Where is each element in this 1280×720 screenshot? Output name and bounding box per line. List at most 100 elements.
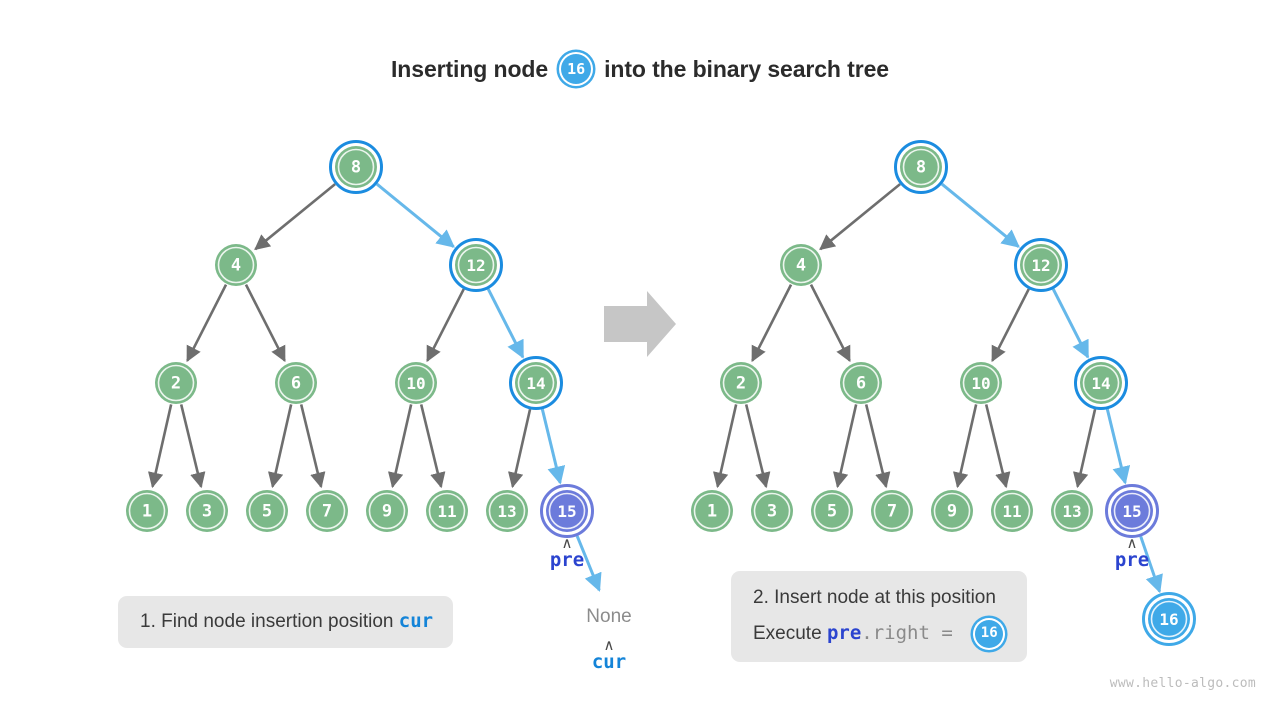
tree-node-3[interactable]: 3 (751, 490, 793, 532)
tree-node-label: 1 (707, 502, 717, 522)
caption-line: 1. Find node insertion position cur (140, 609, 433, 635)
tree-node-1[interactable]: 1 (691, 490, 733, 532)
tree-node-15[interactable]: 15 (1105, 484, 1159, 538)
tree-edge (375, 182, 455, 248)
tree-node-14[interactable]: 14 (509, 356, 563, 410)
tree-edge (819, 183, 901, 251)
tree-edge (179, 404, 206, 489)
tree-node-1[interactable]: 1 (126, 490, 168, 532)
tree-edge (244, 284, 286, 363)
tree-node-label: 9 (382, 502, 392, 522)
title-node-badge-16: 16 (559, 52, 594, 86)
tree-node-label: 5 (827, 502, 837, 522)
tree-node-7[interactable]: 7 (871, 490, 913, 532)
tree-edge (148, 404, 173, 489)
step-separator-arrow-icon (604, 291, 676, 357)
tree-node-label: 15 (557, 502, 576, 521)
tree-node-label: 7 (322, 502, 332, 522)
tree-edge (508, 409, 532, 489)
tree-node-label: 13 (497, 502, 516, 521)
tree-node-12[interactable]: 12 (1014, 238, 1068, 292)
annotation-pre: ∧pre (1087, 536, 1177, 572)
tree-node-label: 2 (171, 374, 181, 394)
tree-edge (186, 284, 228, 363)
tree-edge (1105, 408, 1131, 485)
tree-node-13[interactable]: 13 (1051, 490, 1093, 532)
annotation-none: None (564, 606, 654, 628)
caption-node-badge-16: 16 (973, 617, 1006, 650)
tree-node-8[interactable]: 8 (329, 140, 383, 194)
annotation-label: pre (549, 549, 585, 571)
page-title: Inserting node 16 into the binary search… (0, 52, 1280, 86)
tree-node-14[interactable]: 14 (1074, 356, 1128, 410)
tree-node-4[interactable]: 4 (780, 244, 822, 286)
caption-text-cur: cur (398, 610, 434, 632)
tree-edge (940, 182, 1020, 248)
edges-group-before (148, 182, 602, 592)
tree-edge (953, 404, 978, 489)
tree-edge (833, 404, 858, 489)
tree-node-6[interactable]: 6 (275, 362, 317, 404)
annotation-pre: ∧pre (522, 536, 612, 572)
tree-node-label: 14 (1091, 374, 1110, 393)
edges-group-after (713, 182, 1163, 594)
tree-node-label: 4 (796, 256, 806, 276)
title-text-after: into the binary search tree (604, 55, 889, 82)
tree-node-label: 6 (291, 374, 301, 394)
tree-node-16[interactable]: 16 (1142, 592, 1196, 646)
tree-node-6[interactable]: 6 (840, 362, 882, 404)
tree-node-label: 8 (916, 158, 926, 178)
tree-node-9[interactable]: 9 (366, 490, 408, 532)
tree-node-label: 9 (947, 502, 957, 522)
tree-node-10[interactable]: 10 (960, 362, 1002, 404)
tree-node-label: 6 (856, 374, 866, 394)
tree-node-2[interactable]: 2 (720, 362, 762, 404)
tree-node-2[interactable]: 2 (155, 362, 197, 404)
tree-node-label: 11 (437, 502, 456, 521)
annotation-label: pre (1114, 549, 1150, 571)
tree-edge (809, 284, 851, 363)
tree-node-label: 1 (142, 502, 152, 522)
tree-node-label: 4 (231, 256, 241, 276)
tree-node-label: 3 (767, 502, 777, 522)
tree-node-13[interactable]: 13 (486, 490, 528, 532)
tree-node-12[interactable]: 12 (449, 238, 503, 292)
tree-node-label: 8 (351, 158, 361, 178)
caption-step-1: 1. Find node insertion position cur (118, 596, 454, 648)
tree-edge (299, 404, 326, 489)
tree-node-11[interactable]: 11 (426, 490, 468, 532)
tree-node-8[interactable]: 8 (894, 140, 948, 194)
tree-node-label: 13 (1062, 502, 1081, 521)
title-text-before: Inserting node (391, 55, 549, 82)
caption-text-plain: 2. Insert node at this position (753, 587, 996, 608)
tree-node-label: 15 (1122, 502, 1141, 521)
tree-node-label: 2 (736, 374, 746, 394)
tree-edge (419, 404, 446, 489)
annotation-label: None (586, 606, 632, 627)
tree-node-15[interactable]: 15 (540, 484, 594, 538)
tree-node-label: 12 (1031, 256, 1050, 275)
caption-text-gray: .right = (861, 621, 965, 644)
tree-edge (751, 284, 793, 363)
tree-node-4[interactable]: 4 (215, 244, 257, 286)
tree-node-label: 7 (887, 502, 897, 522)
caption-text-plain: 1. Find node insertion position (140, 611, 399, 632)
tree-node-9[interactable]: 9 (931, 490, 973, 532)
tree-edge (426, 288, 465, 363)
tree-edge (991, 288, 1030, 363)
tree-node-7[interactable]: 7 (306, 490, 348, 532)
tree-node-label: 10 (406, 374, 425, 393)
tree-edge (1051, 288, 1090, 359)
tree-node-5[interactable]: 5 (811, 490, 853, 532)
tree-edge (744, 404, 771, 489)
annotation-label: cur (591, 651, 627, 673)
tree-edge (713, 404, 738, 489)
tree-node-5[interactable]: 5 (246, 490, 288, 532)
tree-node-3[interactable]: 3 (186, 490, 228, 532)
tree-node-label: 14 (526, 374, 545, 393)
tree-node-10[interactable]: 10 (395, 362, 437, 404)
tree-node-11[interactable]: 11 (991, 490, 1033, 532)
